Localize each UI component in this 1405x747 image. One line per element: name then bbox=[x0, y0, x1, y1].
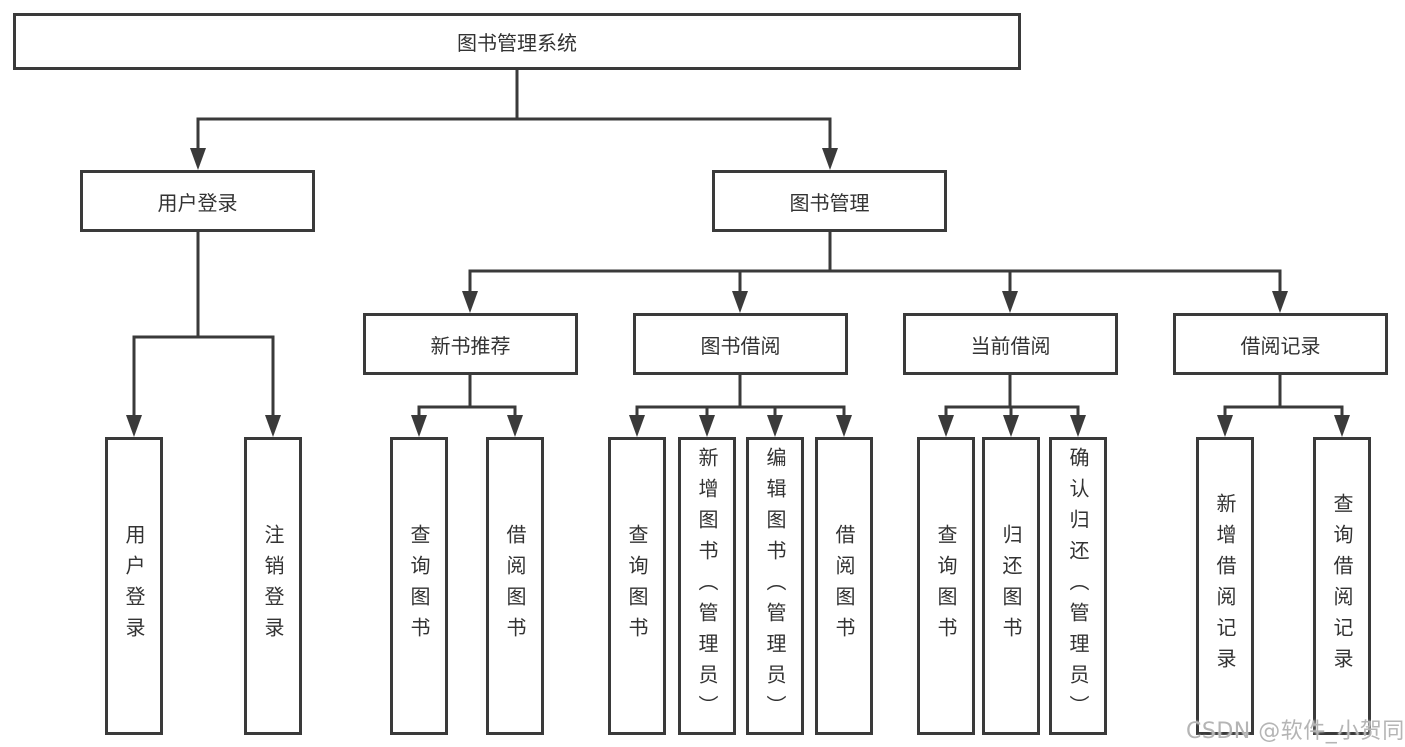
leaf-label: 借阅图书 bbox=[503, 524, 527, 648]
node-book-management: 图书管理 bbox=[712, 170, 947, 232]
leaf-query-book-1: 查询图书 bbox=[390, 437, 448, 735]
node-book-borrow: 图书借阅 bbox=[633, 313, 848, 375]
leaf-user-login: 用户登录 bbox=[105, 437, 163, 735]
leaf-edit-book-admin: 编辑图书（管理员） bbox=[746, 437, 804, 735]
leaf-borrow-book-1: 借阅图书 bbox=[486, 437, 544, 735]
csdn-watermark: CSDN @软件_小贺同学 bbox=[1186, 719, 1405, 744]
leaf-label: 查询图书 bbox=[407, 524, 431, 648]
leaf-label: 借阅图书 bbox=[832, 524, 856, 648]
node-borrow-records: 借阅记录 bbox=[1173, 313, 1388, 375]
leaf-label: 新增借阅记录 bbox=[1213, 493, 1237, 679]
leaf-label: 注销登录 bbox=[261, 524, 285, 648]
leaf-label: 查询图书 bbox=[934, 524, 958, 648]
leaf-label: 用户登录 bbox=[122, 524, 146, 648]
node-user-login: 用户登录 bbox=[80, 170, 315, 232]
leaf-logout-login: 注销登录 bbox=[244, 437, 302, 735]
leaf-query-book-3: 查询图书 bbox=[917, 437, 975, 735]
leaf-label: 归还图书 bbox=[999, 524, 1023, 648]
leaf-confirm-return-admin: 确认归还（管理员） bbox=[1049, 437, 1107, 735]
leaf-label: 编辑图书（管理员） bbox=[763, 446, 787, 726]
leaf-label: 查询借阅记录 bbox=[1330, 493, 1354, 679]
node-root: 图书管理系统 bbox=[13, 13, 1021, 70]
leaf-label: 查询图书 bbox=[625, 524, 649, 648]
leaf-label: 确认归还（管理员） bbox=[1066, 446, 1090, 726]
leaf-label: 新增图书（管理员） bbox=[695, 446, 719, 726]
leaf-add-book-admin: 新增图书（管理员） bbox=[678, 437, 736, 735]
leaf-borrow-book-2: 借阅图书 bbox=[815, 437, 873, 735]
leaf-return-book: 归还图书 bbox=[982, 437, 1040, 735]
node-new-book-recommend: 新书推荐 bbox=[363, 313, 578, 375]
leaf-add-borrow-record: 新增借阅记录 bbox=[1196, 437, 1254, 735]
node-current-borrow: 当前借阅 bbox=[903, 313, 1118, 375]
leaf-query-borrow-record: 查询借阅记录 bbox=[1313, 437, 1371, 735]
leaf-query-book-2: 查询图书 bbox=[608, 437, 666, 735]
